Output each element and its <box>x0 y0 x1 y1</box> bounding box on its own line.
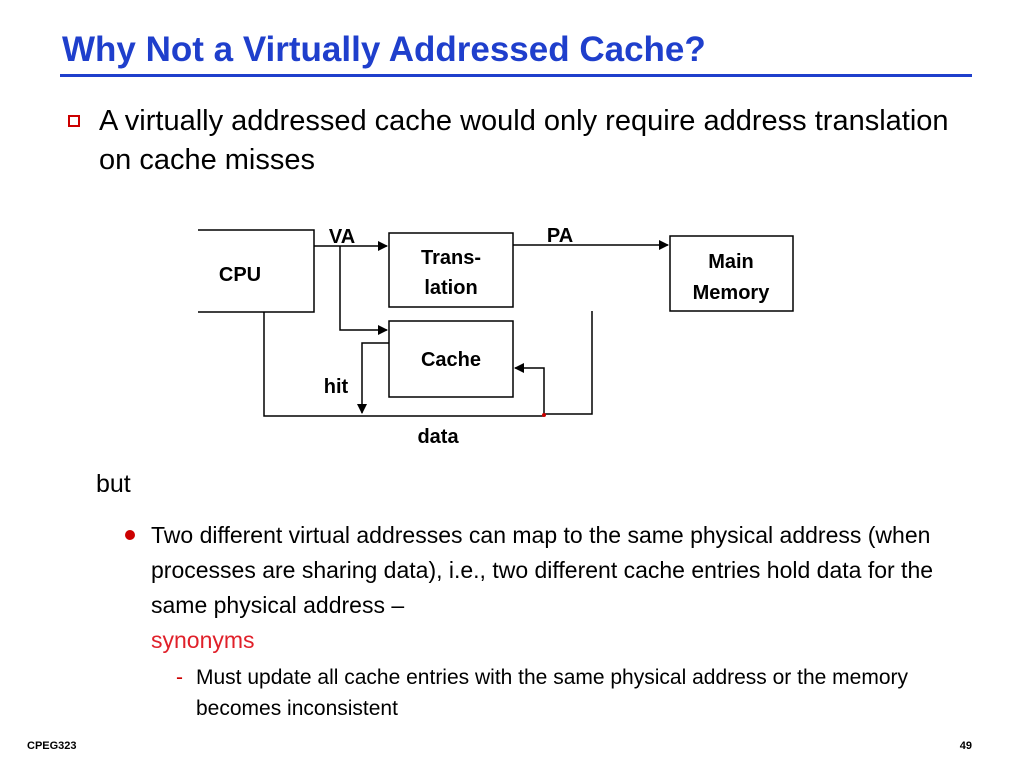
memory-to-cache-arrow <box>514 311 593 415</box>
bullet-secondary-main: Two different virtual addresses can map … <box>151 522 934 618</box>
round-bullet-icon <box>125 530 135 540</box>
bullet-secondary-text: Two different virtual addresses can map … <box>151 518 941 658</box>
bullet-tertiary-text: Must update all cache entries with the s… <box>196 666 909 720</box>
cpu-label: CPU <box>219 264 261 286</box>
dash-bullet-icon: - <box>176 666 183 689</box>
cache-box <box>388 320 514 398</box>
translation-label-line1: Trans- <box>421 247 481 269</box>
data-label: data <box>417 426 459 448</box>
square-bullet-icon <box>68 115 80 127</box>
main-memory-box <box>669 235 794 312</box>
va-label: VA <box>329 226 355 248</box>
hit-label: hit <box>324 376 349 398</box>
data-bus-line <box>263 312 544 417</box>
but-text: but <box>96 470 131 498</box>
junction-dot <box>542 413 546 417</box>
translation-label-line2: lation <box>424 277 477 299</box>
bullet-primary-text: A virtually addressed cache would only r… <box>99 105 949 176</box>
slide-title: Why Not a Virtually Addressed Cache? <box>62 30 706 69</box>
main-memory-label-line2: Memory <box>693 282 771 304</box>
hit-arrow <box>357 342 389 414</box>
translation-box <box>388 232 514 308</box>
main-memory-label-line1: Main <box>708 251 754 273</box>
pa-label: PA <box>547 225 573 247</box>
page-number: 49 <box>959 740 972 752</box>
footer-course: CPEG323 <box>27 740 77 752</box>
cache-label: Cache <box>421 349 481 371</box>
va-to-cache-arrow <box>339 246 388 335</box>
cpu-box <box>198 229 315 313</box>
title-underline <box>60 74 972 77</box>
synonyms-highlight: synonyms <box>151 627 255 653</box>
